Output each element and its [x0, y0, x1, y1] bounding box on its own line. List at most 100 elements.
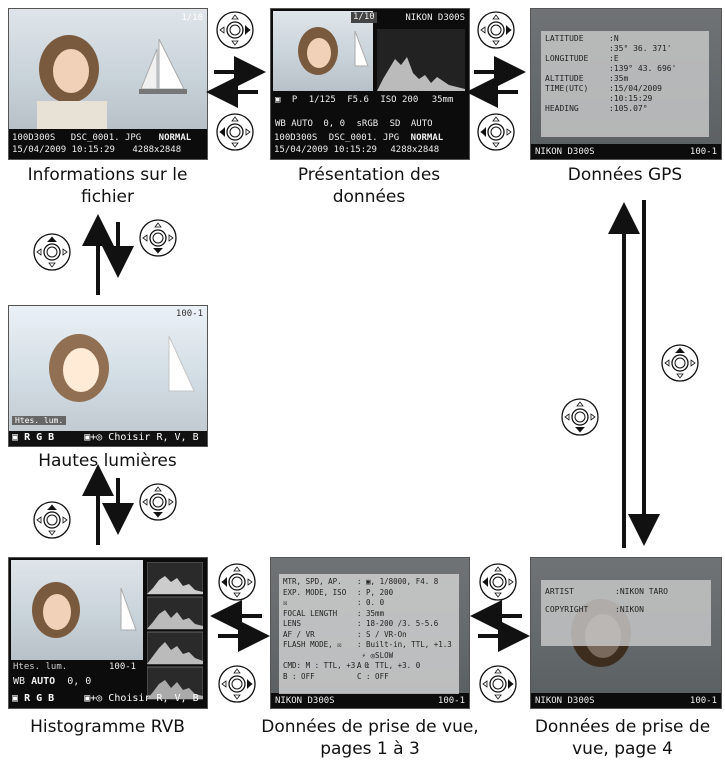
rgb-hint: Choisir R, V, B [108, 693, 199, 704]
rgb-bottom-bar: ▣ R G B ▣+◎ Choisir R, V, B [9, 692, 207, 706]
multi-selector-left-icon [479, 563, 517, 601]
iso-label: 200 [402, 95, 419, 105]
multi-selector-up-icon [33, 233, 71, 271]
rgb-wb-row: WB AUTO 0, 0 [13, 676, 91, 687]
highlights-image [49, 334, 195, 402]
picture-control-label: SD [389, 119, 401, 129]
shooting-row: MTR, SPD, AP.: ▣, 1/8000, F4. 8 [283, 577, 439, 586]
gps-row: :139° 43. 696' [609, 64, 677, 73]
histogram-stack [147, 562, 203, 700]
quality-label: NORMAL [158, 133, 192, 143]
portrait-photo [9, 9, 207, 129]
select-icon: ▣+◎ [84, 432, 103, 443]
aperture-label: F5.6 [347, 95, 369, 105]
overview-screen: 1/10 NIKON D300S ▣ P 1/125 F5.6 ISO 200 … [270, 8, 470, 160]
gps-row: LATITUDE:N [545, 34, 619, 43]
shooting-row: LENS: 18-200 /3. 5-5.6 [283, 619, 439, 628]
gps-row: LONGITUDE:E [545, 54, 619, 63]
shooting4-panel: ARTIST:NIKON TARO COPYRIGHT:NIKON [541, 580, 711, 646]
adl-label: AUTO [410, 119, 433, 129]
gps-panel: LATITUDE:N :35° 36. 371' LONGITUDE:E :13… [541, 31, 709, 137]
frame-count: 1/10 [181, 13, 203, 23]
file-info-line1: 100D300S DSC_0001. JPG NORMAL [12, 133, 191, 144]
rgb-photo [11, 560, 143, 660]
highlights-hint: Choisir R, V, B [108, 432, 199, 443]
caption-shooting-4: Données de prise de vue, page 4 [534, 717, 711, 759]
multi-selector-left-icon [477, 113, 515, 151]
highlights-channels: R G B [24, 432, 55, 443]
multi-selector-down-icon [139, 483, 177, 521]
shooting4-number: 100-1 [689, 696, 717, 706]
overview-camera: NIKON D300S [405, 13, 465, 23]
file-info-screen: 1/10 100D300S DSC_0001. JPG NORMAL 15/04… [8, 8, 208, 160]
multi-selector-down-icon [139, 219, 177, 257]
datetime-label: 15/04/2009 10:15:29 [12, 145, 115, 155]
multi-selector-right-icon [218, 665, 256, 703]
iso-icon: ISO [380, 95, 397, 105]
multi-selector-up-icon [661, 344, 699, 382]
wb-label: AUTO [291, 119, 313, 129]
overview-file-line1: 100D300S DSC_0001. JPG NORMAL [274, 133, 443, 144]
rgb-wb-icon: WB [13, 676, 26, 687]
metering-icon: ▣ [275, 95, 281, 105]
luminance-histogram [377, 29, 465, 91]
multi-selector-down-icon [561, 398, 599, 436]
rgb-channel-icon: ▣ [12, 693, 19, 704]
overview-quality: NORMAL [410, 133, 444, 143]
exposure-row: ▣ P 1/125 F5.6 ISO 200 35mm [275, 95, 453, 106]
histogram-green [147, 631, 203, 665]
shooting4-row: ARTIST:NIKON TARO [545, 587, 668, 596]
caption-gps: Données GPS [567, 165, 683, 185]
multi-selector-right-icon [479, 665, 517, 703]
overview-file-line2: 15/04/2009 10:15:29 4288x2848 [274, 145, 439, 156]
filename-label: DSC_0001. JPG [70, 133, 142, 143]
shooting-row: EXP. MODE, ISO: P, 200 [283, 587, 394, 597]
shooting-row: FLASH MODE, ☒: Built-in, TTL, +1.3 [283, 640, 452, 649]
caption-shooting-1-3: Données de prise de vue, pages 1 à 3 [261, 717, 479, 759]
overview-size: 4288x2848 [390, 145, 440, 155]
shooting-row: ⚡ ◎SLOW [357, 650, 394, 660]
multi-selector-right-icon [216, 11, 254, 49]
highlights-number: 100-1 [175, 309, 203, 319]
gps-number: 100-1 [689, 147, 717, 157]
multi-selector-left-icon [216, 113, 254, 151]
shooting4-camera: NIKON D300S [535, 696, 595, 706]
shooting-row: AF / VR: S / VR-On [283, 629, 407, 639]
overview-thumbnail [273, 11, 373, 91]
rgb-hl-label: Htes. lum. [13, 662, 68, 672]
multi-selector-up-icon [33, 501, 71, 539]
gps-row: HEADING:105.07° [545, 104, 648, 113]
gps-row: :35° 36. 371' [609, 44, 672, 53]
settings-row: WB AUTO 0, 0 sRGB SD AUTO [275, 119, 433, 130]
histogram-luminance [147, 562, 203, 595]
highlights-screen: 100-1 Htes. lum. ▣ R G B ▣+◎ Choisir R, … [8, 305, 208, 447]
shooting-row: FOCAL LENGTH: 35mm [283, 608, 385, 618]
shooting13-number: 100-1 [437, 696, 465, 706]
color-space-label: sRGB [356, 119, 379, 129]
caption-rgb: Histogramme RVB [30, 717, 185, 737]
histogram-blue [147, 666, 203, 700]
mode-label: P [291, 95, 298, 105]
highlights-photo [9, 306, 207, 431]
rgb-wb: AUTO [31, 676, 56, 687]
multi-selector-right-icon [477, 11, 515, 49]
rgb-number: 100-1 [109, 662, 137, 672]
folder-label: 100D300S [12, 133, 56, 143]
gps-row: ALTITUDE:35m [545, 74, 629, 83]
shooting-data-1-3-screen: MTR, SPD, AP.: ▣, 1/8000, F4. 8 EXP. MOD… [270, 557, 470, 709]
gps-row: TIME(UTC):15/04/2009 [545, 84, 662, 93]
file-info-line2: 15/04/2009 10:15:29 4288x2848 [12, 145, 181, 156]
gps-screen: LATITUDE:N :35° 36. 371' LONGITUDE:E :13… [530, 8, 722, 160]
shooting-row: CMD: M : TTL, +3. 0A : TTL, +3. 0 [283, 661, 421, 670]
wb-icon: WB [275, 119, 286, 129]
shooting13-camera: NIKON D300S [275, 696, 335, 706]
shutter-label: 1/125 [308, 95, 336, 105]
rgb-select-icon: ▣+◎ [84, 693, 103, 704]
multi-selector-left-icon [218, 563, 256, 601]
highlights-bottom-bar: ▣ R G B ▣+◎ Choisir R, V, B [9, 431, 207, 445]
shooting4-row: COPYRIGHT:NIKON [545, 605, 644, 614]
gps-camera: NIKON D300S [535, 147, 595, 157]
rgb-portrait [32, 582, 137, 638]
